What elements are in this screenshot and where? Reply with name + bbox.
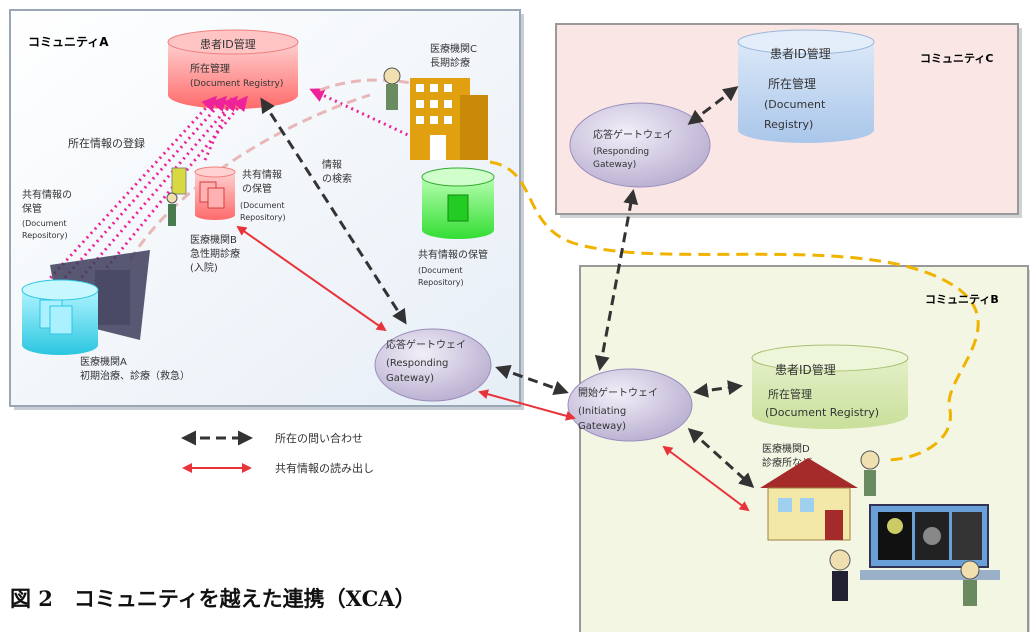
retrieve-links <box>236 225 750 512</box>
repo-c: 共有情報の保管 (Document Repository) <box>418 167 495 287</box>
community-b-registry: 患者ID管理 所在管理 (Document Registry) <box>751 344 909 429</box>
svg-text:共有情報の保管: 共有情報の保管 <box>418 248 488 261</box>
svg-text:応答ゲートウェイ: 応答ゲートウェイ <box>593 128 673 141</box>
svg-text:(Document: (Document <box>240 201 285 210</box>
community-c-responding-gateway: 応答ゲートウェイ (Responding Gateway) <box>569 102 711 188</box>
svg-text:Repository): Repository) <box>22 231 68 240</box>
svg-text:Registry): Registry) <box>764 118 813 131</box>
svg-text:急性期診療: 急性期診療 <box>190 247 240 260</box>
community-a-registry: 患者ID管理 所在管理 (Document Registry) <box>167 29 299 109</box>
register-label: 所在情報の登録 <box>68 136 145 150</box>
svg-text:Repository): Repository) <box>418 278 464 287</box>
svg-text:医療機関B: 医療機関B <box>190 233 237 246</box>
legend: 所在の問い合わせ 共有情報の読み出し <box>181 430 374 475</box>
legend-retrieve-label: 共有情報の読み出し <box>275 461 374 475</box>
svg-text:(Document Registry): (Document Registry) <box>190 79 283 89</box>
svg-text:共有情報: 共有情報 <box>242 168 282 181</box>
search-label-1: 情報 <box>322 158 342 171</box>
hospital-a: 医療機関A 初期治療、診療（救急） <box>21 250 190 382</box>
figure-caption: 図 2 コミュニティを越えた連携（XCA） <box>10 586 416 611</box>
svg-text:開始ゲートウェイ: 開始ゲートウェイ <box>578 386 658 399</box>
svg-text:(入院): (入院) <box>190 261 218 274</box>
legend-query-label: 所在の問い合わせ <box>275 431 363 445</box>
community-c-registry: 患者ID管理 所在管理 (Document Registry) <box>737 29 875 143</box>
svg-text:保管: 保管 <box>22 202 42 215</box>
federation-link <box>489 160 980 462</box>
svg-text:(Responding: (Responding <box>593 147 649 157</box>
svg-text:(Document: (Document <box>764 98 826 111</box>
svg-text:(Initiating: (Initiating <box>578 406 626 417</box>
svg-text:(Document Registry): (Document Registry) <box>765 406 879 419</box>
hospital-d: 医療機関D 診療所など <box>760 442 1000 606</box>
repo-left-label: 共有情報の 保管 (Document Repository) <box>22 188 72 240</box>
svg-text:医療機関C: 医療機関C <box>430 42 477 55</box>
svg-text:患者ID管理: 患者ID管理 <box>770 46 831 61</box>
community-a-label: コミュニティA <box>28 35 109 49</box>
svg-text:(Document: (Document <box>22 219 67 228</box>
svg-text:所在管理: 所在管理 <box>768 76 816 91</box>
svg-text:(Document: (Document <box>418 266 463 275</box>
svg-text:所在管理: 所在管理 <box>190 62 230 75</box>
hospital-c: 医療機関C 長期診療 <box>383 42 488 160</box>
svg-text:Gateway): Gateway) <box>386 373 434 384</box>
svg-text:Repository): Repository) <box>240 213 286 222</box>
svg-text:の保管: の保管 <box>242 182 272 195</box>
svg-text:医療機関D: 医療機関D <box>762 442 810 455</box>
svg-text:Gateway): Gateway) <box>578 421 626 432</box>
svg-text:患者ID管理: 患者ID管理 <box>775 362 836 377</box>
svg-text:所在管理: 所在管理 <box>768 387 812 401</box>
svg-text:Gateway): Gateway) <box>593 160 636 170</box>
community-b-label: コミュニティB <box>925 293 999 306</box>
svg-text:(Responding: (Responding <box>386 358 448 369</box>
svg-text:長期診療: 長期診療 <box>430 56 470 69</box>
community-b-initiating-gateway: 開始ゲートウェイ (Initiating Gateway) <box>567 368 693 442</box>
svg-text:応答ゲートウェイ: 応答ゲートウェイ <box>386 338 466 351</box>
search-label-2: の検索 <box>322 172 352 185</box>
svg-text:初期治療、診療（救急）: 初期治療、診療（救急） <box>80 369 190 382</box>
svg-text:共有情報の: 共有情報の <box>22 188 72 201</box>
svg-text:患者ID管理: 患者ID管理 <box>200 37 256 51</box>
svg-text:医療機関A: 医療機関A <box>80 355 127 368</box>
community-a-responding-gateway: 応答ゲートウェイ (Responding Gateway) <box>374 328 492 402</box>
community-c-label: コミュニティC <box>920 52 993 65</box>
